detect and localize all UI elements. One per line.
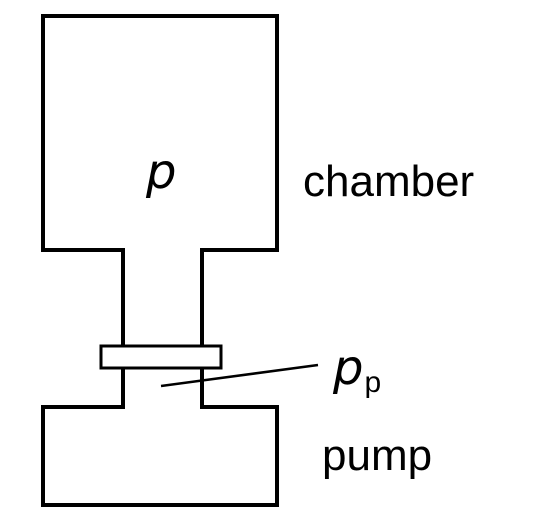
chamber-outline xyxy=(41,14,279,507)
pump-pressure-subscript: p xyxy=(364,366,382,399)
pump-pressure-leader-line xyxy=(160,363,319,388)
pump-pressure-label: pp xyxy=(333,344,381,398)
pump-label: pump xyxy=(322,431,433,480)
chamber-label: chamber xyxy=(303,157,475,206)
pump-pressure-symbol: p xyxy=(333,340,364,396)
chamber-pressure-label: p xyxy=(146,144,177,200)
pump-inlet-flange xyxy=(99,344,223,370)
